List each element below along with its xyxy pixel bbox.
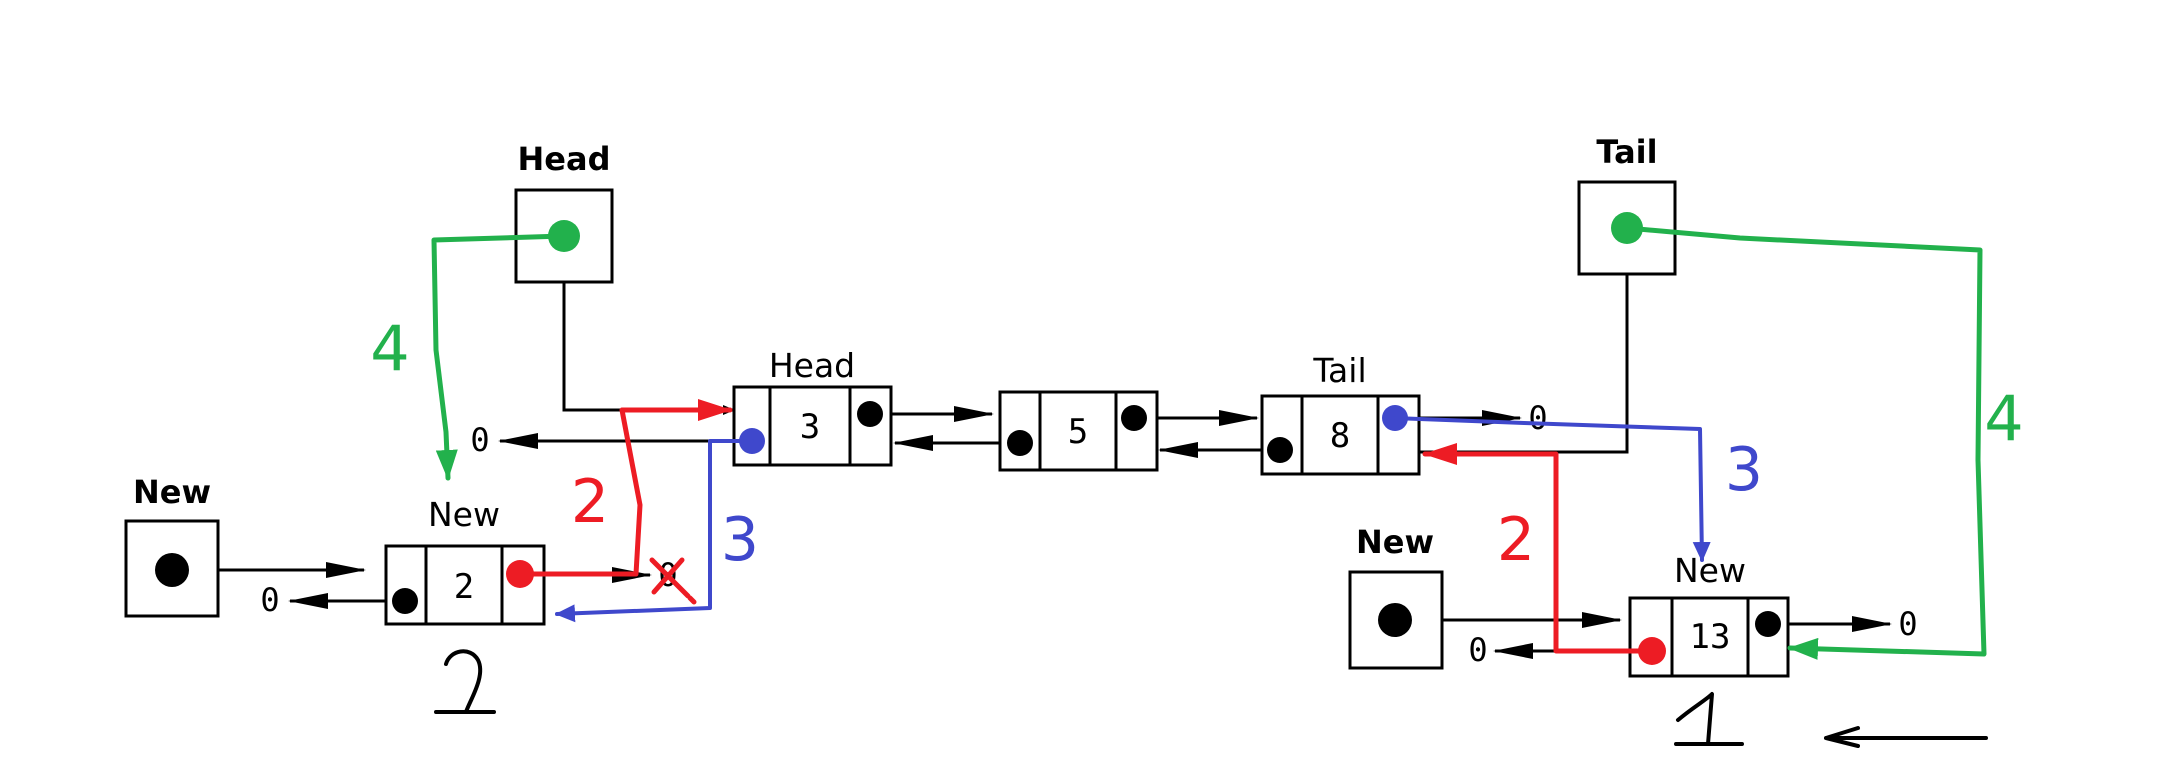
null-right-of-tail: 0 <box>1528 399 1547 437</box>
node5-prev-dot <box>1007 430 1033 456</box>
step4-right-arrow <box>1624 225 1987 660</box>
cross-out-null-mark <box>649 557 697 605</box>
node-3: 3 <box>732 385 893 467</box>
step2-right-number: 2 <box>1497 505 1535 575</box>
node3-next-dot <box>857 401 883 427</box>
head-pointer-label: Head <box>518 140 611 178</box>
node-2-new: 2 <box>384 544 546 626</box>
tail-pointer-label: Tail <box>1596 133 1657 171</box>
node3-value: 3 <box>800 407 820 447</box>
step1-left-mark <box>434 649 496 714</box>
node5-next-dot <box>1121 405 1147 431</box>
node3-head-label: Head <box>769 346 855 385</box>
node-8: 8 <box>1260 394 1421 476</box>
node8-prev-dot <box>1267 437 1293 463</box>
step4-left-number: 4 <box>370 312 409 385</box>
node-13-new: 13 <box>1628 596 1790 678</box>
node13-new-label: New <box>1674 551 1746 590</box>
step2-left-number: 2 <box>571 467 609 537</box>
null-left-of-new-left: 0 <box>260 581 279 619</box>
node-5: 5 <box>998 390 1159 472</box>
null-right-of-new-right: 0 <box>1898 605 1917 643</box>
step1-right-mark <box>1674 692 1744 746</box>
new-pointer-dot-left <box>155 553 189 587</box>
new-pointer-box-right <box>1348 570 1444 670</box>
step4-left-arrow <box>431 233 567 481</box>
step3-right-arrow <box>1393 416 1711 562</box>
new-pointer-dot-right <box>1378 603 1412 637</box>
step3-right-number: 3 <box>1725 435 1763 505</box>
node13-next-dot <box>1755 611 1781 637</box>
step4-right-number: 4 <box>1984 382 2023 455</box>
node5-value: 5 <box>1068 412 1088 452</box>
node2-value: 2 <box>454 567 474 607</box>
step3-left-arrow <box>555 439 754 623</box>
node13-value: 13 <box>1690 617 1731 657</box>
node8-value: 8 <box>1330 416 1350 456</box>
direction-arrow <box>1824 726 1988 748</box>
node2-prev-dot <box>392 588 418 614</box>
null-left-of-head: 0 <box>470 421 489 459</box>
node8-tail-label: Tail <box>1312 351 1366 390</box>
null-left-of-new-right: 0 <box>1468 631 1487 669</box>
new-pointer-label-left: New <box>133 473 211 511</box>
step2-right-arrow <box>1422 443 1655 654</box>
node2-new-label: New <box>428 495 500 534</box>
new-pointer-label-right: New <box>1356 523 1434 561</box>
step2-left-arrow <box>517 399 733 577</box>
step3-left-number: 3 <box>721 505 759 575</box>
